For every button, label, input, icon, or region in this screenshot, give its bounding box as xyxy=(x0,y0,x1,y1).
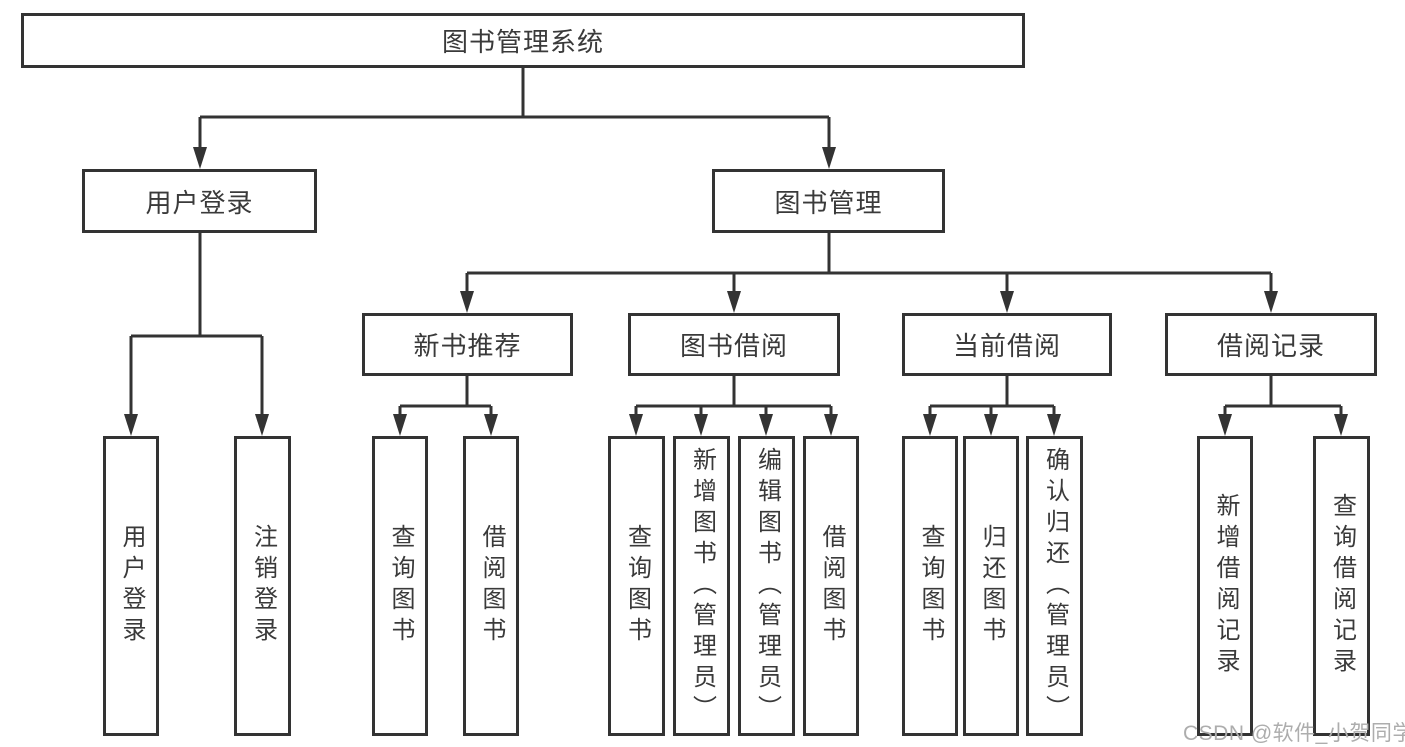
node-book-management: 图书管理 xyxy=(712,169,945,233)
node-book-borrowing: 图书借阅 xyxy=(628,313,840,376)
node-new-book-recommendation: 新书推荐 xyxy=(362,313,573,376)
node-confirm-return-admin: 确认归还（管理员） xyxy=(1026,436,1083,736)
arrowheads xyxy=(124,147,1348,436)
node-label: 新增借阅记录 xyxy=(1212,493,1239,679)
node-query-books-borrowing: 查询图书 xyxy=(608,436,665,736)
node-library-management-system: 图书管理系统 xyxy=(21,13,1025,68)
node-query-borrow-record: 查询借阅记录 xyxy=(1313,436,1370,736)
node-label: 归还图书 xyxy=(978,524,1005,648)
node-label: 查询图书 xyxy=(917,524,944,648)
node-add-borrow-record: 新增借阅记录 xyxy=(1197,436,1253,736)
csdn-watermark: CSDN @软件_小贺同学 xyxy=(1183,722,1405,745)
node-label: 用户登录 xyxy=(118,524,145,648)
node-logout: 注销登录 xyxy=(234,436,291,736)
node-query-books-current: 查询图书 xyxy=(902,436,958,736)
node-label: 借阅图书 xyxy=(818,524,845,648)
node-label: 新增图书（管理员） xyxy=(688,446,716,726)
node-current-borrowing: 当前借阅 xyxy=(902,313,1112,376)
node-label: 借阅图书 xyxy=(478,524,505,648)
node-label: 确认归还（管理员） xyxy=(1041,446,1069,726)
connector-lines xyxy=(129,68,1343,415)
node-label: 查询借阅记录 xyxy=(1328,493,1356,679)
node-user-login-leaf: 用户登录 xyxy=(103,436,159,736)
node-return-books: 归还图书 xyxy=(963,436,1019,736)
node-borrow-books-borrowing: 借阅图书 xyxy=(803,436,859,736)
node-query-books-recommendation: 查询图书 xyxy=(372,436,428,736)
node-label: 查询图书 xyxy=(623,524,651,648)
node-user-login: 用户登录 xyxy=(82,169,317,233)
node-label: 注销登录 xyxy=(249,524,277,648)
node-borrow-books-recommendation: 借阅图书 xyxy=(463,436,519,736)
node-label: 查询图书 xyxy=(387,524,414,648)
node-edit-book-admin: 编辑图书（管理员） xyxy=(738,436,795,736)
node-add-book-admin: 新增图书（管理员） xyxy=(673,436,730,736)
node-label: 编辑图书（管理员） xyxy=(753,446,781,726)
node-borrowing-records: 借阅记录 xyxy=(1165,313,1377,376)
